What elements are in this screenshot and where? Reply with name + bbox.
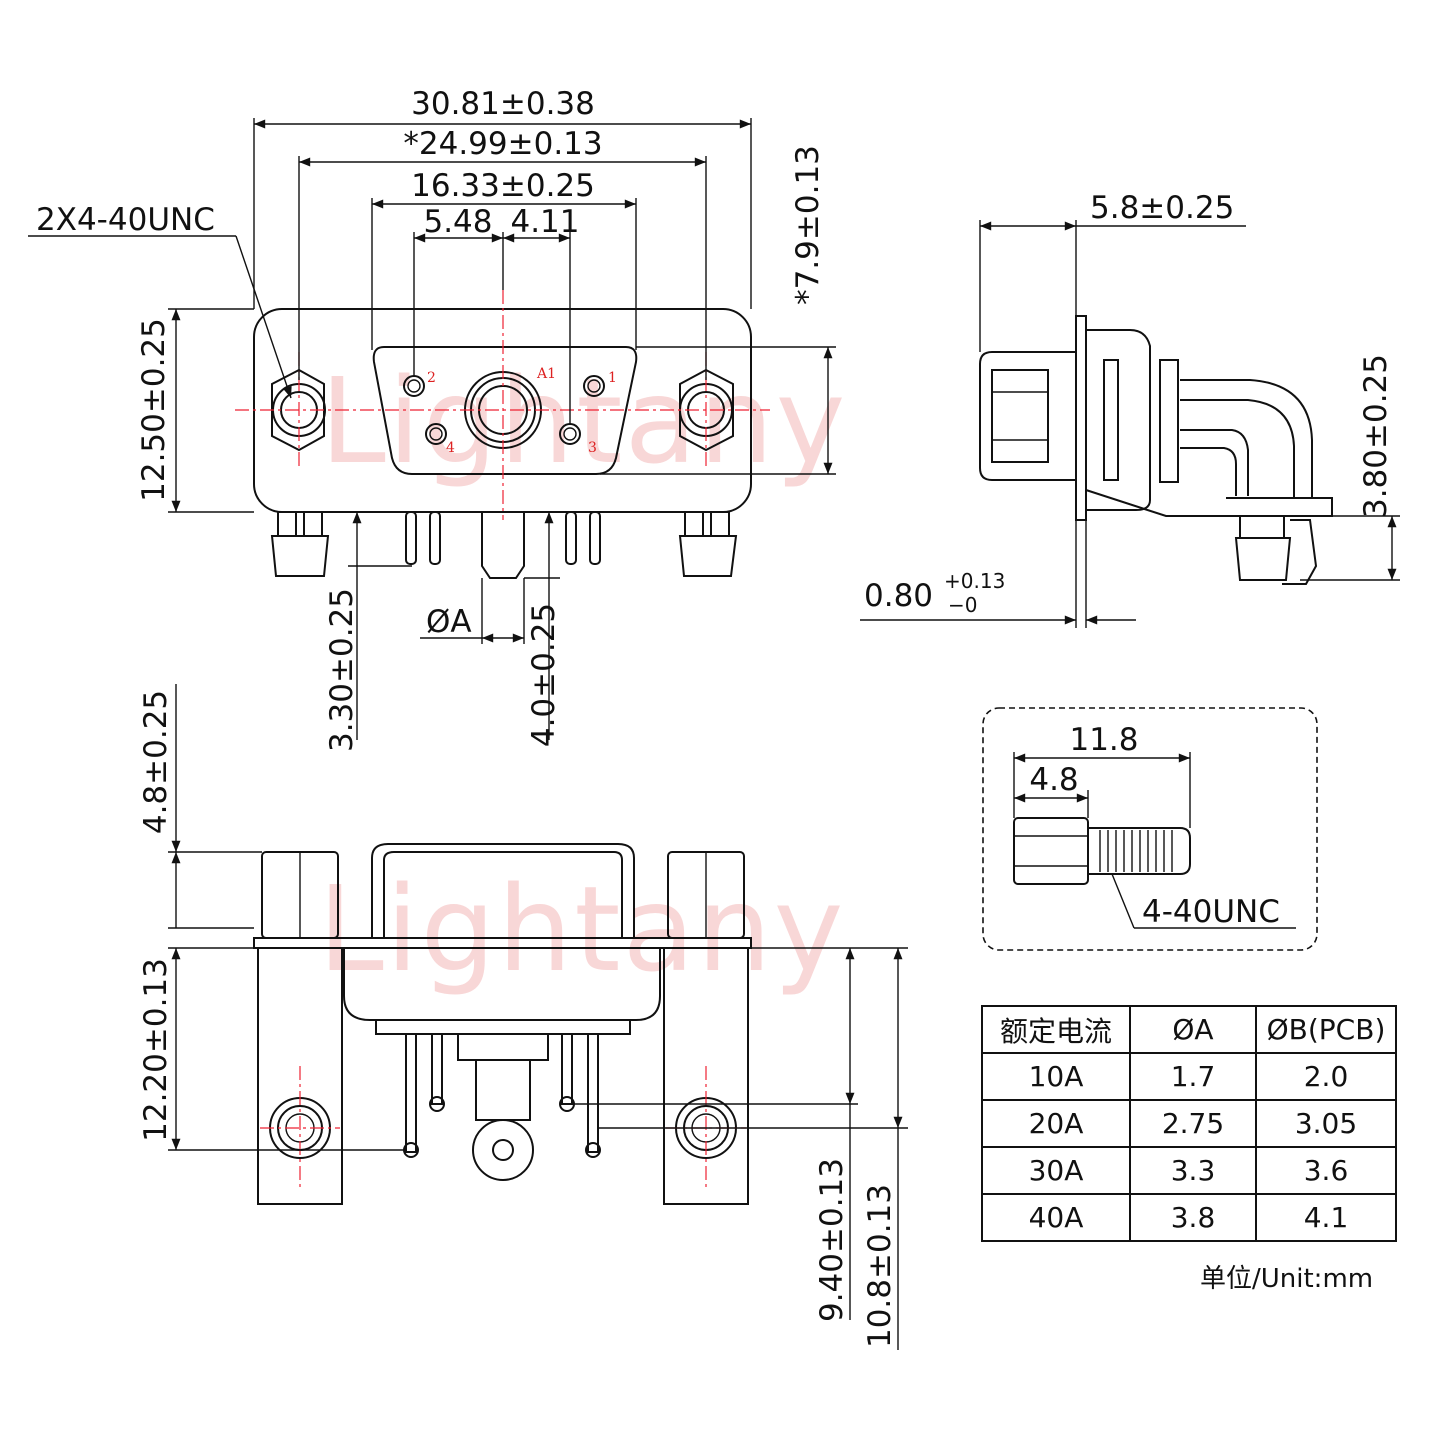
dim-height-right: *7.9±0.13 (790, 145, 826, 305)
power-pin-tail (481, 511, 525, 579)
watermark-bottom: Lightany (318, 860, 845, 998)
pin-label-1: 1 (608, 370, 617, 386)
pin-label-3: 3 (588, 440, 597, 456)
table-header: 额定电流 (981, 1005, 1131, 1054)
spec-table: 额定电流 ØA ØB(PCB) 10A 1.7 2.0 20A 2.75 3.0… (981, 1005, 1397, 1242)
side-nut-body (979, 351, 1076, 481)
front-view: Lightany 2 A1 1 4 3 (28, 86, 847, 752)
bottom-power-pin (472, 1119, 534, 1181)
table-cell: 3.6 (1255, 1146, 1397, 1195)
screw-hex (1013, 817, 1089, 885)
table-row: 20A 2.75 3.05 (981, 1099, 1397, 1148)
table-cell: 3.05 (1255, 1099, 1397, 1148)
detail-hex-length: 4.8 (1029, 762, 1078, 798)
dim-height-left: 12.50±0.25 (136, 318, 172, 502)
pin-4 (425, 423, 447, 445)
dim-standoff: 3.80±0.25 (1358, 354, 1394, 518)
table-cell: 2.75 (1129, 1099, 1257, 1148)
watermark-front: Lightany (320, 352, 847, 490)
pin-label-4: 4 (446, 440, 455, 456)
bottom-board-lock-left (257, 947, 343, 1205)
screw-thread (1088, 827, 1191, 875)
dim-power-pin-length: 4.0±0.25 (526, 603, 562, 747)
dim-pin-row-b: 10.8±0.13 (862, 1184, 898, 1348)
table-row: 10A 1.7 2.0 (981, 1052, 1397, 1101)
table-cell: 3.8 (1129, 1193, 1257, 1242)
pin-label-a1: A1 (536, 366, 556, 382)
detail-thread: 4-40UNC (1142, 894, 1280, 930)
dim-shell-width: 16.33±0.25 (411, 168, 595, 204)
table-cell: 20A (981, 1099, 1131, 1148)
hex-nut-left (271, 368, 325, 452)
dim-overall-width: 30.81±0.38 (411, 86, 595, 122)
dim-pin-offset-left: 5.48 (423, 204, 492, 240)
dim-pin-row-a: 9.40±0.13 (814, 1158, 850, 1322)
screw-detail: 11.8 4.8 4-40UNC (982, 707, 1318, 951)
pin-1 (583, 375, 605, 397)
table-header: ØA (1129, 1005, 1257, 1054)
side-view: 5.8±0.25 0.80 +0.13 −0 3.80±0.25 (860, 190, 1400, 628)
thread-note: 2X4-40UNC (36, 202, 215, 238)
table-cell: 3.3 (1129, 1146, 1257, 1195)
table-cell: 40A (981, 1193, 1131, 1242)
detail-frame (982, 707, 1318, 951)
unit-note: 单位/Unit:mm (1200, 1264, 1374, 1294)
bottom-flange (253, 937, 752, 949)
dim-mount-pitch: *24.99±0.13 (403, 126, 602, 162)
side-flange (1075, 315, 1087, 521)
table-row: 30A 3.3 3.6 (981, 1146, 1397, 1195)
table-cell: 1.7 (1129, 1052, 1257, 1101)
dim-nut-height: 4.8±0.25 (138, 690, 174, 834)
hex-nut-right (679, 368, 734, 452)
dim-flange-tol-lower: −0 (948, 593, 977, 617)
dim-dia-a: ØA (426, 604, 472, 640)
table-row: 40A 3.8 4.1 (981, 1193, 1397, 1242)
bottom-board-lock-right (663, 947, 749, 1205)
table-header-row: 额定电流 ØA ØB(PCB) (981, 1005, 1397, 1054)
d-shell (372, 346, 638, 475)
dim-pin-offset-right: 4.11 (510, 204, 579, 240)
table-cell: 10A (981, 1052, 1131, 1101)
table-cell: 2.0 (1255, 1052, 1397, 1101)
dim-flange: 0.80 (864, 578, 933, 614)
dim-flange-tol-upper: +0.13 (944, 569, 1005, 593)
table-cell: 30A (981, 1146, 1131, 1195)
dim-side-depth: 5.8±0.25 (1090, 190, 1234, 226)
bottom-view: Lightany (138, 684, 908, 1350)
detail-length: 11.8 (1069, 722, 1138, 758)
table-header: ØB(PCB) (1255, 1005, 1397, 1054)
pin-label-2: 2 (427, 370, 436, 386)
dim-pin-length: 3.30±0.25 (324, 588, 360, 752)
dim-row-dist: 12.20±0.13 (138, 958, 174, 1142)
side-hex (991, 369, 1049, 463)
table-cell: 4.1 (1255, 1193, 1397, 1242)
